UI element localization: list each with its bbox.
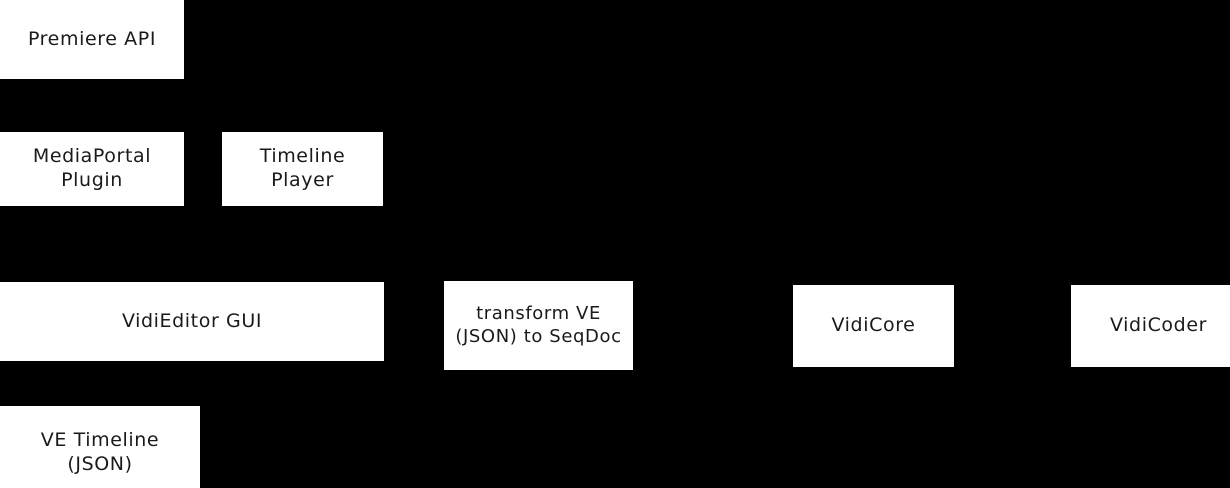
node-label: transform VE (JSON) to SeqDoc — [455, 303, 622, 347]
node-label: VidiCoder — [1109, 314, 1208, 337]
diagram-node-ve-timeline-json[interactable]: VE Timeline (JSON) — [0, 406, 200, 488]
diagram-node-vidieditor-gui[interactable]: VidiEditor GUI — [0, 282, 384, 361]
node-label: VidiEditor GUI — [121, 309, 263, 332]
diagram-node-transform-ve[interactable]: transform VE (JSON) to SeqDoc — [444, 281, 633, 370]
diagram-node-mediaportal-plugin[interactable]: MediaPortal Plugin — [0, 132, 184, 206]
diagram-node-timeline-player[interactable]: Timeline Player — [222, 132, 383, 206]
diagram-node-vidicore[interactable]: VidiCore — [793, 285, 954, 367]
node-label: Timeline Player — [259, 145, 346, 191]
diagram-node-premiere-api[interactable]: Premiere API — [0, 0, 184, 79]
diagram-node-vidicoder[interactable]: VidiCoder — [1071, 285, 1230, 367]
node-label: Premiere API — [27, 27, 157, 50]
node-label: VE Timeline (JSON) — [40, 428, 160, 475]
node-label: MediaPortal Plugin — [32, 145, 152, 191]
node-label: VidiCore — [831, 314, 916, 337]
